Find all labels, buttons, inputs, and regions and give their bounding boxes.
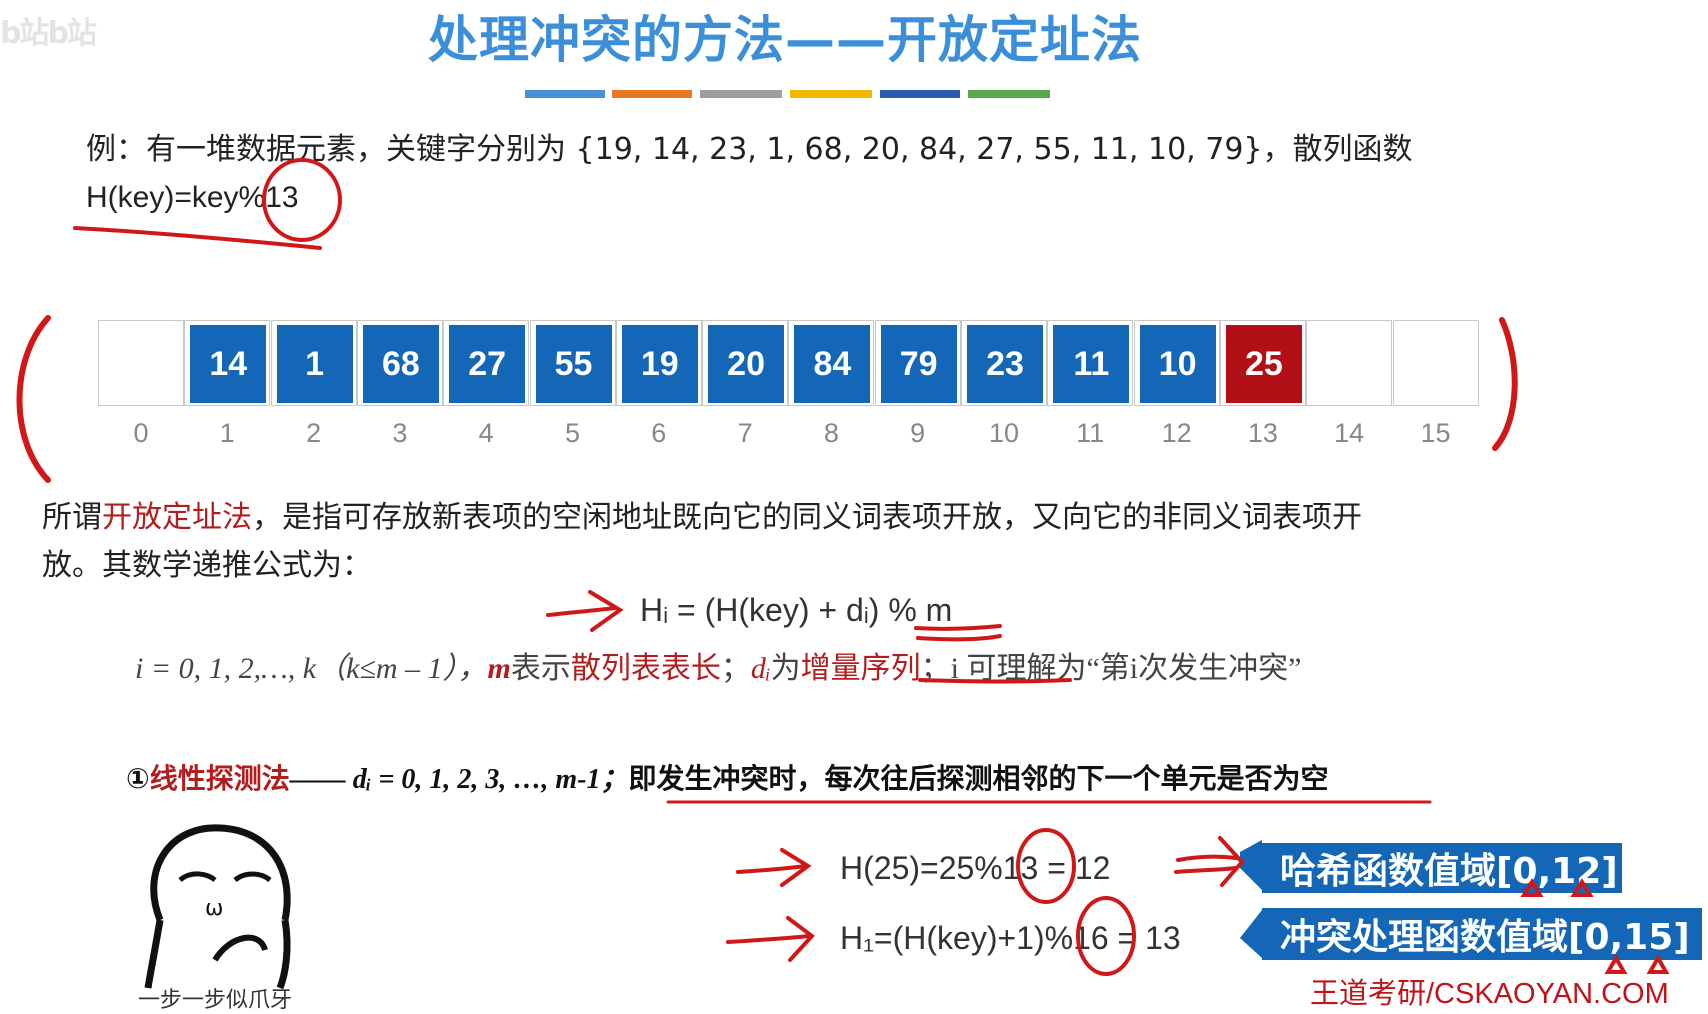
hash-table-index: 6 — [651, 418, 667, 448]
linear-probe-formula: —— dᵢ = 0, 1, 2, 3, …, m-1； — [289, 764, 629, 795]
example-hash-function: H(key)=key%13 — [86, 176, 299, 220]
hash-table-value: 11 — [1053, 325, 1130, 403]
color-bar-2 — [612, 90, 692, 98]
formula-i-range: i = 0, 1, 2,…, k（k≤m – 1）， — [135, 652, 488, 685]
hash-table-value — [104, 325, 180, 403]
formula-m: m — [487, 652, 511, 685]
hash-table-cell: 84 — [788, 320, 875, 406]
watermark-logo: b站b站 — [0, 16, 97, 51]
color-bar-6 — [968, 90, 1050, 98]
hash-table-cell: 79 — [874, 320, 961, 406]
example-line-1: 例：有一堆数据元素，关键字分别为 {19, 14, 23, 1, 68, 20,… — [86, 132, 1413, 167]
hash-function-text: H(key)=key%13 — [86, 181, 299, 214]
hash-table-cell: 10 — [1133, 320, 1220, 406]
hash-table-value: 19 — [621, 325, 698, 403]
color-bar-4 — [790, 90, 872, 98]
hash-table-index: 7 — [737, 418, 753, 448]
probe-range-label: 冲突处理函数值域[0,15] — [1262, 908, 1702, 960]
linear-probe-term: 线性探测法 — [149, 762, 290, 795]
svg-text:ω: ω — [205, 896, 223, 921]
definition-term: 开放定址法 — [102, 500, 252, 535]
annotation-underline-hash — [73, 226, 322, 250]
meme-caption: 一步一步似爪牙 — [138, 988, 293, 1013]
hash-table-index: 11 — [1076, 418, 1105, 448]
hash-table-cell: 19 — [615, 320, 702, 406]
meme-image: ω 一步一步似爪牙 — [120, 810, 320, 1013]
linear-probe-line: ①线性探测法—— dᵢ = 0, 1, 2, 3, …, m-1；即发生冲突时，… — [126, 757, 1329, 797]
color-bar-1 — [525, 90, 605, 98]
formula-text-1: 表示 — [510, 651, 571, 686]
hash-table-value: 68 — [362, 325, 439, 403]
hash-table-index: 0 — [133, 418, 149, 448]
hash-table-index: 2 — [306, 418, 322, 448]
calc-line-1: H(25)=25%13 = 12 — [840, 850, 1111, 886]
probe-range-text: 冲突处理函数值域[0,15] — [1280, 917, 1690, 958]
linear-probe-number: ① — [126, 762, 150, 795]
hash-table-cell: 23 — [961, 320, 1047, 406]
footer-brand: 王道考研/CSKAOYAN.COM — [1310, 978, 1669, 1010]
hash-table-value: 79 — [880, 325, 957, 403]
page-title: 处理冲突的方法——开放定址法 — [428, 11, 1142, 69]
hash-range-label: 哈希函数值域[0,12] — [1262, 843, 1622, 893]
hash-table-cell: 25 — [1219, 320, 1306, 406]
definition-prefix: 所谓 — [42, 500, 102, 535]
hash-table-value: 25 — [1225, 325, 1302, 403]
hash-table-value: 14 — [190, 325, 267, 403]
hash-table-index: 1 — [219, 418, 235, 448]
formula-di: dᵢ — [750, 652, 771, 685]
hash-table-index: 15 — [1420, 418, 1451, 448]
color-bar-3 — [700, 90, 782, 98]
hash-table-index: 14 — [1334, 418, 1365, 448]
hash-table-cell: 27 — [443, 320, 530, 406]
hash-table-index: 5 — [564, 418, 581, 448]
linear-probe-description: 即发生冲突时，每次往后探测相邻的下一个单元是否为空 — [628, 764, 1329, 795]
formula-term-table-length: 散列表表长 — [570, 651, 721, 686]
meme-face-icon: ω — [144, 824, 291, 990]
formula-text-5: i 可理解为“第i次发生冲突” — [950, 652, 1302, 685]
hash-table-value: 27 — [449, 325, 526, 403]
formula-text-4: ； — [920, 651, 951, 686]
hash-table-value: 20 — [708, 325, 785, 403]
hash-table-cell: 1 — [270, 320, 357, 406]
hash-table-cell: 20 — [702, 320, 789, 406]
hash-table-cell: 14 — [184, 320, 271, 406]
hash-table-value: 84 — [794, 325, 871, 403]
hash-table-index: 9 — [910, 418, 926, 448]
hash-table-index: 13 — [1247, 418, 1278, 448]
recurrence-formula: Hᵢ = (H(key) + dᵢ) % m — [640, 592, 953, 628]
hash-table-value: 1 — [276, 325, 353, 403]
formula-description: i = 0, 1, 2,…, k（k≤m – 1），m表示散列表表长；dᵢ为增量… — [135, 643, 1301, 687]
hash-table-cell: 11 — [1047, 320, 1134, 406]
hash-table-value — [1399, 325, 1475, 403]
hash-table-index: 8 — [823, 418, 839, 448]
definition-line-2: 放。其数学递推公式为： — [42, 548, 372, 583]
hash-table-cell: 55 — [529, 320, 616, 406]
formula-text-2: ； — [720, 651, 751, 686]
hash-table-cell — [1392, 320, 1479, 406]
formula-term-increment: 增量序列 — [800, 651, 921, 686]
calc-line-2: H₁=(H(key)+1)%16 = 13 — [840, 920, 1181, 956]
definition-rest: ，是指可存放新表项的空闲地址既向它的同义词表项开放，又向它的非同义词表项开 — [252, 500, 1362, 535]
hash-table-cell: 68 — [356, 320, 443, 406]
hash-table-index: 3 — [392, 418, 408, 448]
hash-table-cell — [98, 320, 184, 406]
formula-text-3: 为 — [770, 651, 801, 686]
hash-table-value — [1312, 325, 1388, 403]
hash-table-index: 4 — [478, 418, 494, 448]
hash-table-value: 55 — [535, 325, 612, 403]
hash-table-value: 10 — [1139, 325, 1216, 403]
hash-table-index: 10 — [988, 418, 1020, 448]
color-bar-5 — [880, 90, 960, 98]
hash-table-value: 23 — [967, 325, 1043, 403]
hash-table-index: 12 — [1161, 418, 1192, 448]
hash-table-cell — [1306, 320, 1393, 406]
definition-line-1: 所谓开放定址法，是指可存放新表项的空闲地址既向它的同义词表项开放，又向它的非同义… — [42, 496, 1362, 540]
hash-range-text: 哈希函数值域[0,12] — [1280, 851, 1618, 892]
